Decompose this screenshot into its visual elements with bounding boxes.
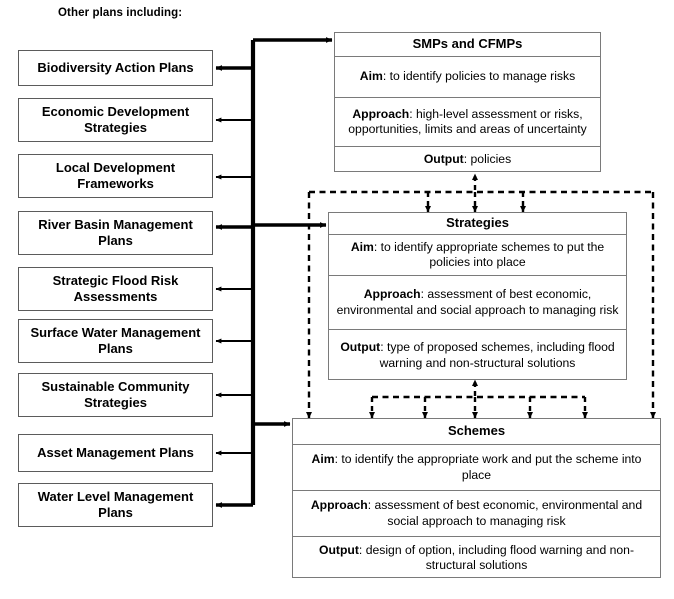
panel-title-smps: SMPs and CFMPs — [335, 33, 600, 57]
output-label: Output — [318, 542, 359, 557]
plan-box-label: Local Development Frameworks — [55, 159, 176, 191]
output-label: Output — [340, 340, 381, 355]
panel-row-output-schemes: Output: design of option, including floo… — [293, 537, 660, 579]
plan-box-label: Biodiversity Action Plans — [37, 59, 194, 75]
output-text: : design of option, including flood warn… — [358, 542, 635, 572]
aim-label: Aim — [311, 452, 335, 467]
panel-row-aim-smps: Aim: to identify policies to manage risk… — [335, 57, 600, 98]
aim-text: : to identify policies to manage risks — [382, 69, 576, 84]
panel-row-approach-smps: Approach: high-level assessment or risks… — [335, 98, 600, 147]
panel-row-output-strategies: Output: type of proposed schemes, includ… — [329, 330, 626, 381]
plan-box-river-basin-management-plans[interactable]: River Basin Management Plans — [18, 211, 213, 255]
plan-box-label: Asset Management Plans — [37, 444, 194, 460]
plan-box-strategic-flood-risk-assessments[interactable]: Strategic Flood Risk Assessments — [18, 267, 213, 311]
panel-row-approach-schemes: Approach: assessment of best economic, e… — [293, 491, 660, 537]
approach-text: : assessment of best economic, environme… — [336, 287, 619, 317]
panel-strategies[interactable]: Strategies Aim: to identify appropriate … — [328, 212, 627, 380]
aim-text: : to identify appropriate schemes to put… — [373, 239, 605, 269]
plan-box-label: Surface Water Management Plans — [30, 324, 201, 356]
approach-label: Approach — [363, 287, 421, 302]
approach-text: : assessment of best economic, environme… — [367, 498, 643, 528]
panel-row-aim-strategies: Aim: to identify appropriate schemes to … — [329, 235, 626, 276]
plan-box-local-development-frameworks[interactable]: Local Development Frameworks — [18, 154, 213, 198]
panel-title-schemes: Schemes — [293, 419, 660, 445]
plan-box-water-level-management-plans[interactable]: Water Level Management Plans — [18, 483, 213, 527]
panel-schemes[interactable]: Schemes Aim: to identify the appropriate… — [292, 418, 661, 578]
plan-box-label: Strategic Flood Risk Assessments — [52, 272, 179, 304]
panel-row-output-smps: Output: policies — [335, 147, 600, 173]
aim-text: : to identify the appropriate work and p… — [334, 452, 642, 482]
plan-box-sustainable-community-strategies[interactable]: Sustainable Community Strategies — [18, 373, 213, 417]
panel-title-strategies: Strategies — [329, 213, 626, 235]
panel-row-aim-schemes: Aim: to identify the appropriate work an… — [293, 445, 660, 491]
plan-box-biodiversity-action-plans[interactable]: Biodiversity Action Plans — [18, 50, 213, 86]
aim-label: Aim — [350, 239, 374, 254]
plan-box-label: Sustainable Community Strategies — [41, 378, 190, 410]
aim-label: Aim — [359, 69, 383, 84]
plan-box-surface-water-management-plans[interactable]: Surface Water Management Plans — [18, 319, 213, 363]
plan-box-label: Water Level Management Plans — [37, 488, 194, 520]
plan-box-economic-development-strategies[interactable]: Economic Development Strategies — [18, 98, 213, 142]
panel-smps-and-cfmps[interactable]: SMPs and CFMPs Aim: to identify policies… — [334, 32, 601, 172]
approach-label: Approach — [310, 498, 368, 513]
other-plans-caption: Other plans including: — [58, 7, 183, 19]
plan-box-label: Economic Development Strategies — [41, 103, 190, 135]
output-label: Output — [423, 152, 464, 167]
output-text: : policies — [463, 152, 512, 167]
plan-box-asset-management-plans[interactable]: Asset Management Plans — [18, 434, 213, 472]
approach-text: : high-level assessment or risks, opport… — [348, 106, 587, 136]
output-text: : type of proposed schemes, including fl… — [379, 340, 615, 370]
plan-box-label: River Basin Management Plans — [38, 216, 193, 248]
approach-label: Approach — [352, 106, 410, 121]
panel-row-approach-strategies: Approach: assessment of best economic, e… — [329, 276, 626, 330]
